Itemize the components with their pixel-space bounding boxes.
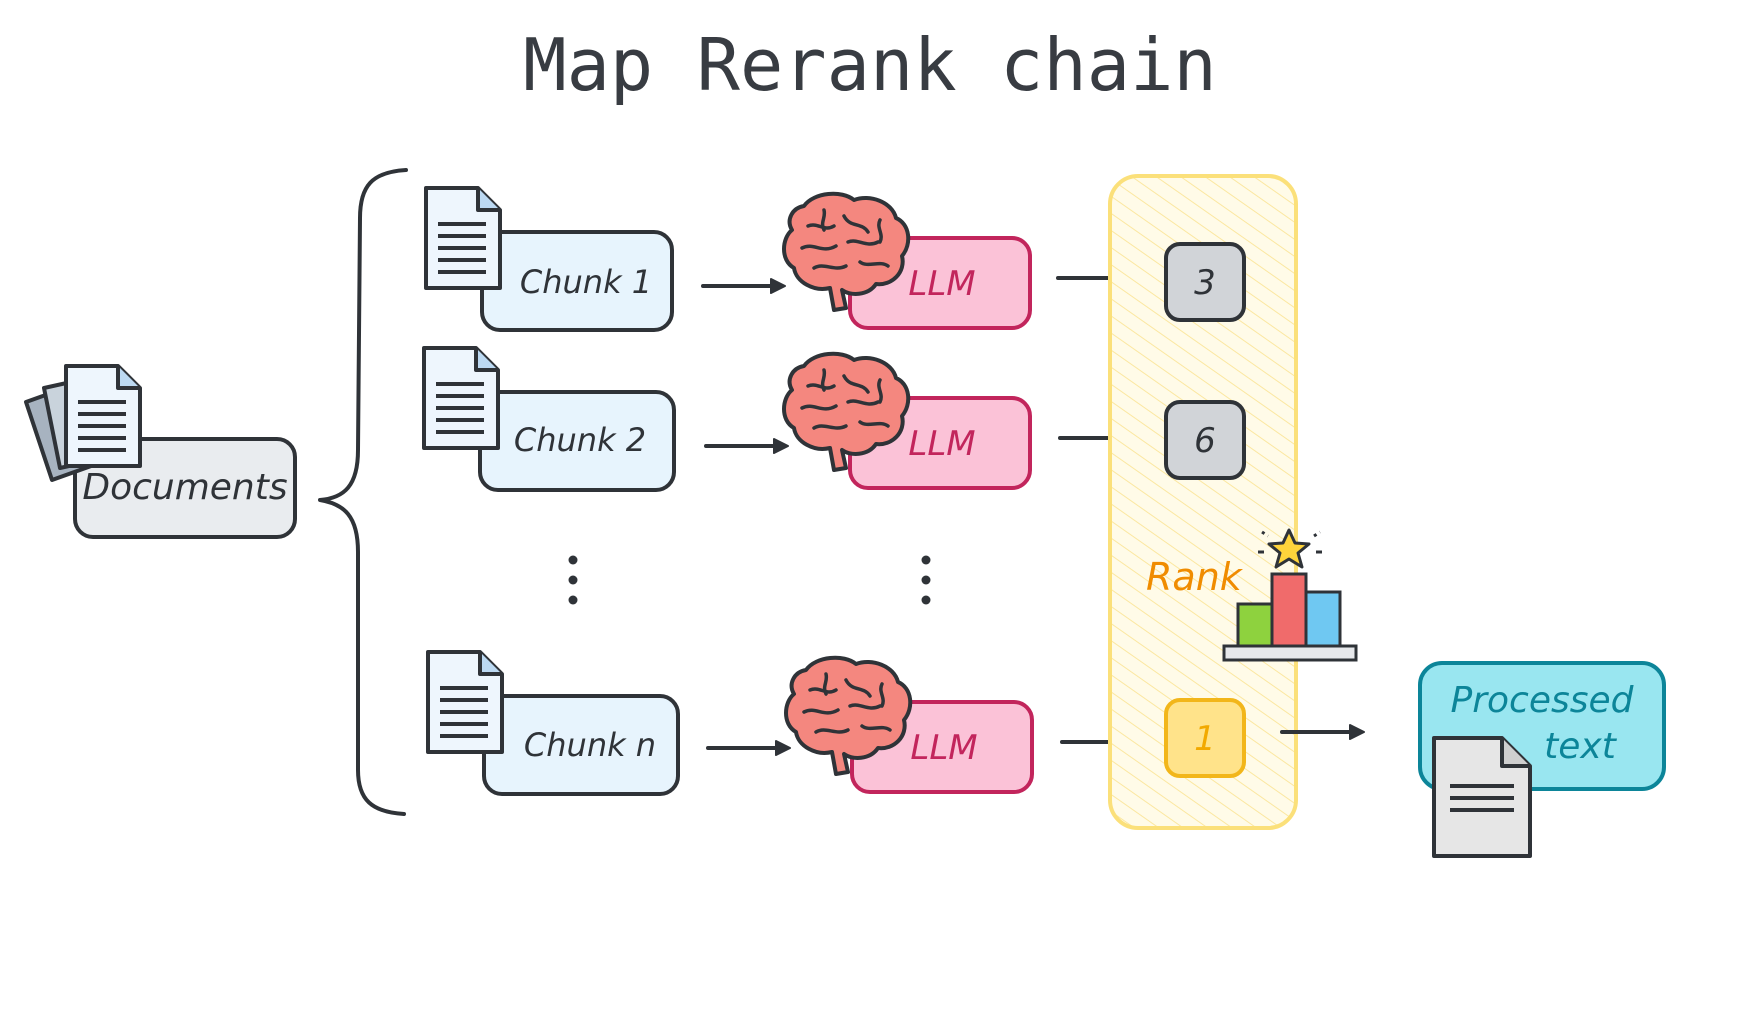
score-value: 6: [1194, 421, 1216, 461]
output-label-line1: Processed: [1451, 680, 1635, 721]
output-label-line2: text: [1544, 726, 1618, 767]
chunk-label: Chunk 1: [520, 263, 652, 301]
split-brace: [318, 168, 408, 816]
chunk-label: Chunk n: [524, 726, 656, 764]
document-icon: [422, 346, 500, 450]
documents-node: Documents: [24, 364, 297, 539]
documents-stack-icon: [24, 364, 142, 482]
llm-label: LLM: [908, 264, 975, 304]
score-badge: 3: [1164, 242, 1246, 322]
llm-label: LLM: [910, 728, 977, 768]
top-score-badge: 1: [1164, 698, 1246, 778]
processed-text-node: Processed text: [1418, 661, 1666, 858]
score-badge: 6: [1164, 400, 1246, 480]
rank-label: Rank: [1146, 555, 1244, 599]
ellipsis-vertical-icon: [568, 555, 578, 605]
row-chunk-2: Chunk 2 LLM: [422, 346, 1144, 492]
rank-band: [1108, 174, 1298, 830]
page-title: Map Rerank chain: [523, 23, 1217, 107]
arrow-right-icon: [706, 739, 792, 757]
documents-label: Documents: [82, 467, 287, 508]
document-icon: [426, 650, 504, 754]
document-icon: [424, 186, 502, 290]
arrow-right-icon: [701, 277, 787, 295]
row-chunk-1: Chunk 1 LLM: [424, 186, 1142, 332]
chunk-label: Chunk 2: [514, 421, 646, 459]
row-chunk-n: Chunk n LLM: [426, 650, 1146, 796]
document-icon: [1432, 736, 1532, 858]
star-icon: [1258, 528, 1322, 569]
ellipsis-vertical-icon: [921, 555, 931, 605]
score-value: 1: [1194, 719, 1216, 759]
arrow-right-icon: [704, 437, 790, 455]
score-value: 3: [1194, 263, 1216, 303]
llm-label: LLM: [908, 424, 975, 464]
ranking-podium-icon: [1222, 528, 1358, 662]
